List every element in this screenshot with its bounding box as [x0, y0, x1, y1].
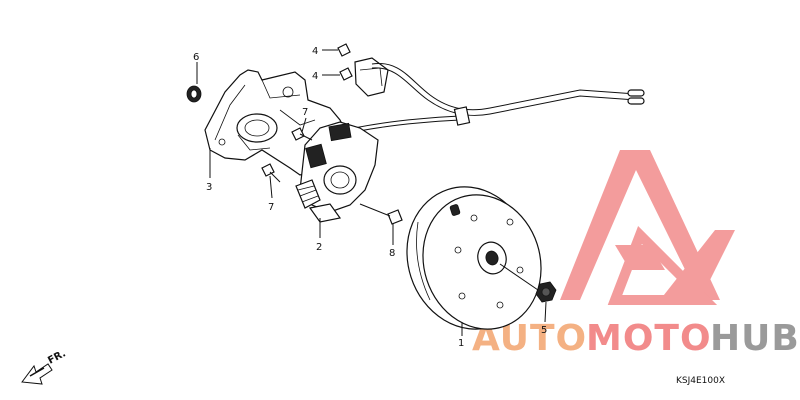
watermark-moto-text: MOTO [586, 318, 712, 359]
wiring-harness [344, 63, 645, 135]
callout-2: 2 [316, 242, 322, 253]
part-1-flywheel [406, 186, 542, 330]
callout-1: 1 [458, 338, 464, 349]
watermark-wordmark: AUTO MOTO HUB [472, 318, 800, 359]
part-6-oil-seal [186, 85, 202, 103]
callout-6: 6 [193, 52, 199, 63]
callout-4-upper: 4 [312, 46, 318, 57]
front-direction-arrow: FR. [21, 348, 68, 385]
callout-7-lower: 7 [268, 202, 274, 213]
callout-numbers: 6 4 4 7 3 7 2 8 1 5 [193, 46, 547, 349]
watermark-hub-text: HUB [710, 318, 800, 359]
part-7-screws [261, 127, 313, 183]
part-4-bolts [337, 43, 389, 97]
watermark-logo [560, 150, 735, 305]
part-2-stator-coil [295, 121, 379, 223]
callout-3: 3 [206, 182, 212, 193]
part-5-nut [499, 263, 557, 303]
callout-5: 5 [541, 325, 547, 336]
leader-lines [196, 49, 547, 336]
front-arrow-label: FR. [46, 348, 68, 366]
part-8-bolt [359, 203, 403, 225]
callout-8: 8 [389, 248, 395, 259]
callout-7-upper: 7 [302, 107, 308, 118]
diagram-code: KSJ4E100X [676, 376, 725, 386]
callout-4-lower: 4 [312, 71, 318, 82]
